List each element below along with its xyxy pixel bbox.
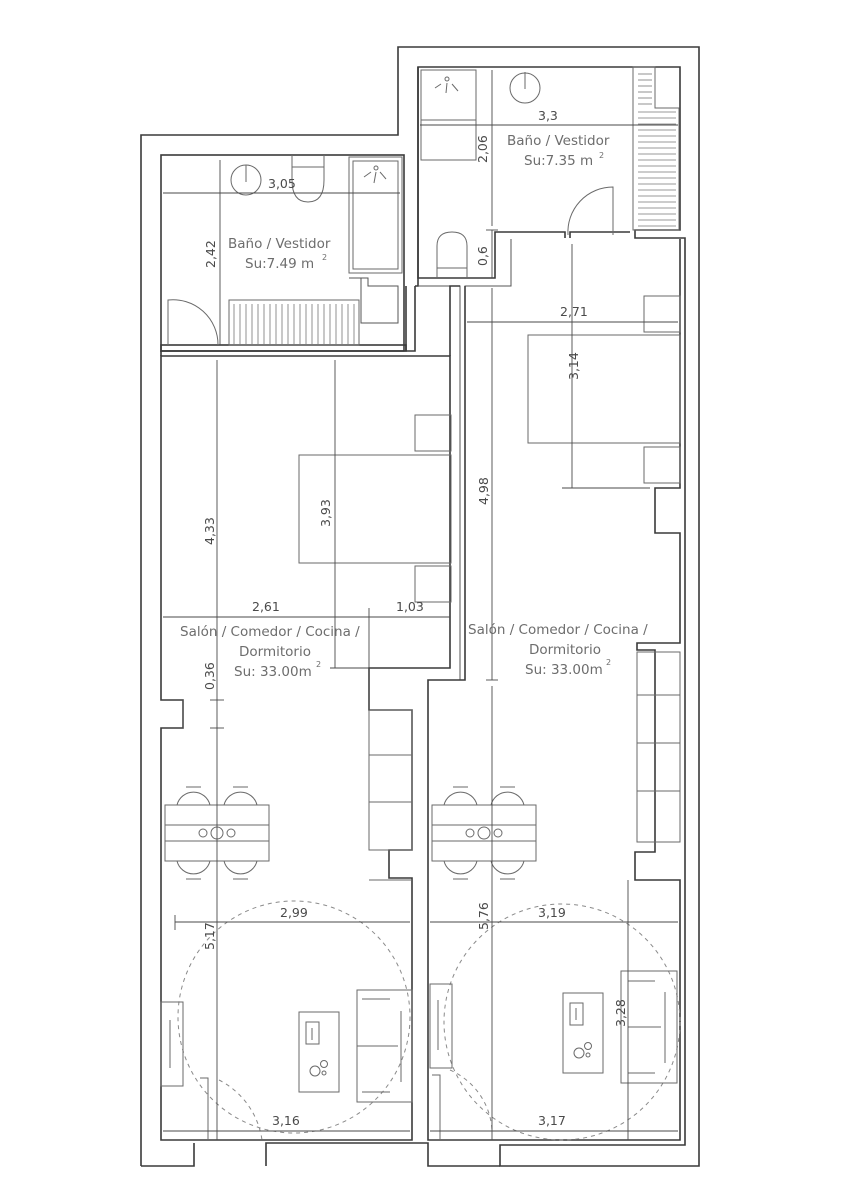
room-label-bath-left: Baño / Vestidor <box>228 236 331 252</box>
kitchen-counter <box>636 651 681 843</box>
door-swing <box>449 1069 493 1131</box>
room-label-living-right: Salón / Comedor / Cocina / <box>468 622 648 638</box>
door-swing <box>167 299 219 346</box>
room-area-living-right: Su: 33.00m <box>525 662 603 678</box>
turning-circle <box>177 900 411 1134</box>
dim-bath-right-height: 2,06 <box>475 135 490 163</box>
dining-table <box>431 786 537 880</box>
nightstand <box>414 414 452 452</box>
bathroom-left: 3,05 2,42 Baño / Vestidor Su:7.49 m 2 <box>160 154 407 352</box>
coffee-table <box>562 992 604 1074</box>
tv-unit <box>160 1001 184 1087</box>
coffee-table <box>298 1011 340 1093</box>
svg-text:2: 2 <box>316 660 321 669</box>
dim-bath-right-small: 0,6 <box>475 246 490 266</box>
dim-left-bedroom-height: 4,33 <box>202 517 217 545</box>
dim-right-living-height: 5,76 <box>476 902 491 930</box>
dim-left-living-width: 2,99 <box>280 905 308 920</box>
dim-bath-right-width: 3,3 <box>538 108 558 123</box>
nightstand <box>643 446 681 484</box>
bed <box>527 334 681 444</box>
tv-unit <box>429 983 453 1069</box>
sofa <box>620 970 678 1084</box>
dim-left-gap: 0,36 <box>202 662 217 690</box>
shower-tray <box>420 69 477 161</box>
dim-left-living-height: 5,17 <box>202 922 217 950</box>
dim-right-width-top: 2,71 <box>560 304 588 319</box>
outer-wall-bottom-mid <box>265 1142 500 1167</box>
sofa <box>356 989 413 1103</box>
room-area-bath-right: Su:7.35 m <box>524 153 593 169</box>
room-label-bath-right: Baño / Vestidor <box>507 133 610 149</box>
wardrobe <box>228 299 360 346</box>
svg-text:2: 2 <box>606 658 611 667</box>
turning-circle <box>443 903 681 1141</box>
wardrobe <box>632 66 680 231</box>
dim-left-width-b: 1,03 <box>396 599 424 614</box>
dim-right-height: 4,98 <box>476 477 491 505</box>
svg-text:2: 2 <box>322 253 327 262</box>
dim-bath-left-width: 3,05 <box>268 176 296 191</box>
dim-right-bed-height: 3,14 <box>566 352 581 380</box>
unit-right: 2,71 3,14 4,98 3,19 5,76 3,28 3,17 Salón… <box>427 239 681 1141</box>
dim-left-width-a: 2,61 <box>252 599 280 614</box>
shower-head-icon <box>363 165 387 184</box>
outer-wall <box>140 46 700 1167</box>
nightstand <box>414 565 452 603</box>
nightstand <box>643 295 681 333</box>
svg-text:Dormitorio: Dormitorio <box>529 642 601 658</box>
toilet-icon <box>291 155 325 203</box>
dim-right-bottom-width: 3,17 <box>538 1113 566 1128</box>
svg-text:2: 2 <box>599 151 604 160</box>
outer-wall-left-bottom <box>141 1143 195 1167</box>
unit-left: 4,33 3,93 2,61 1,03 0,36 2,99 5,17 3,16 … <box>160 355 452 1141</box>
dim-left-bottom-width: 3,16 <box>272 1113 300 1128</box>
kitchen-counter <box>368 709 413 851</box>
room-label-living-left: Salón / Comedor / Cocina / <box>180 624 360 640</box>
shower-tray <box>348 156 403 274</box>
bathroom-right: 3,3 2,06 0,6 Baño / Vestidor Su:7.35 m 2 <box>417 66 680 680</box>
bed <box>298 454 452 564</box>
partition <box>160 285 460 356</box>
room-area-bath-left: Su:7.49 m <box>245 256 314 272</box>
partition <box>405 286 416 352</box>
dim-right-living-width: 3,19 <box>538 905 566 920</box>
svg-text:Dormitorio: Dormitorio <box>239 644 311 660</box>
room-area-living-left: Su: 33.00m <box>234 664 312 680</box>
shower-head-icon <box>434 76 459 94</box>
toilet-icon <box>436 231 468 278</box>
dim-right-sofa-height: 3,28 <box>613 999 628 1027</box>
dim-bath-left-height: 2,42 <box>203 240 218 268</box>
door-swing <box>218 1079 263 1141</box>
dim-left-bed-height: 3,93 <box>318 499 333 527</box>
door-swing <box>567 186 614 236</box>
